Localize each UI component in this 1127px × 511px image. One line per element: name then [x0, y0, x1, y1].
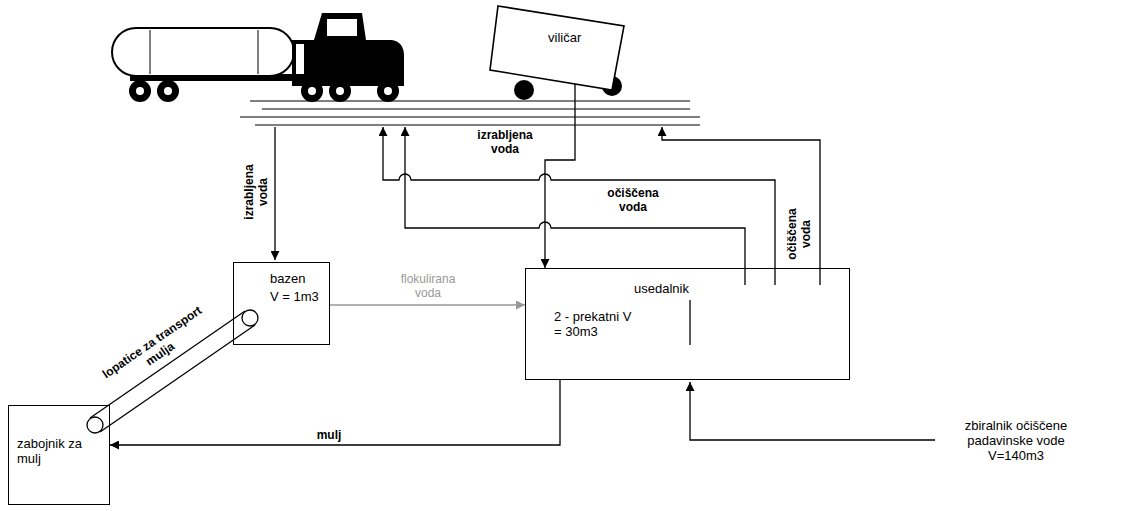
- conveyor-label: lopatice za transport mulja: [94, 299, 219, 397]
- pipe-label: očiščena voda: [785, 202, 813, 266]
- sludge-container: zabojnik za mulj: [8, 405, 110, 505]
- node-title: usedalnik: [634, 281, 689, 296]
- tanker-truck: [112, 13, 404, 102]
- node-title: viličar: [548, 30, 581, 45]
- flow-label: izrabljena voda: [468, 128, 542, 156]
- forklift-outline: [488, 4, 628, 94]
- flow-connector: [330, 304, 525, 305]
- flow-connector: [545, 84, 575, 268]
- platform-lines: [240, 101, 700, 125]
- flow-connector: [110, 380, 560, 445]
- node-title: bazen: [270, 271, 305, 286]
- tank-label: zbiralnik očiščene padavinske vode V=140…: [940, 418, 1092, 463]
- flow-label: mulj: [308, 428, 350, 442]
- clean-water-pipe: [662, 127, 820, 285]
- flow-label: flokulirana voda: [391, 272, 465, 300]
- water-pipes: [275, 127, 935, 440]
- node-text: 2 - prekatni V = 30m3: [554, 309, 638, 339]
- forklift-body: [490, 6, 624, 90]
- rainwater-pipe: [690, 382, 935, 440]
- pipe-label: izrabljena voda: [242, 155, 270, 229]
- forklift-box: viličar: [488, 4, 628, 94]
- node-text: V = 1m3: [270, 289, 319, 304]
- settler-baffle: [689, 300, 690, 345]
- clean-water-pipe: [383, 127, 775, 285]
- settling-tank: usedalnik 2 - prekatni V = 30m3: [525, 268, 850, 380]
- pipe-label: očiščena voda: [596, 186, 670, 214]
- spent-water-pipe: [274, 127, 275, 260]
- node-title: zabojnik za mulj: [17, 436, 89, 466]
- flocculation-tank: bazen V = 1m3: [233, 262, 330, 345]
